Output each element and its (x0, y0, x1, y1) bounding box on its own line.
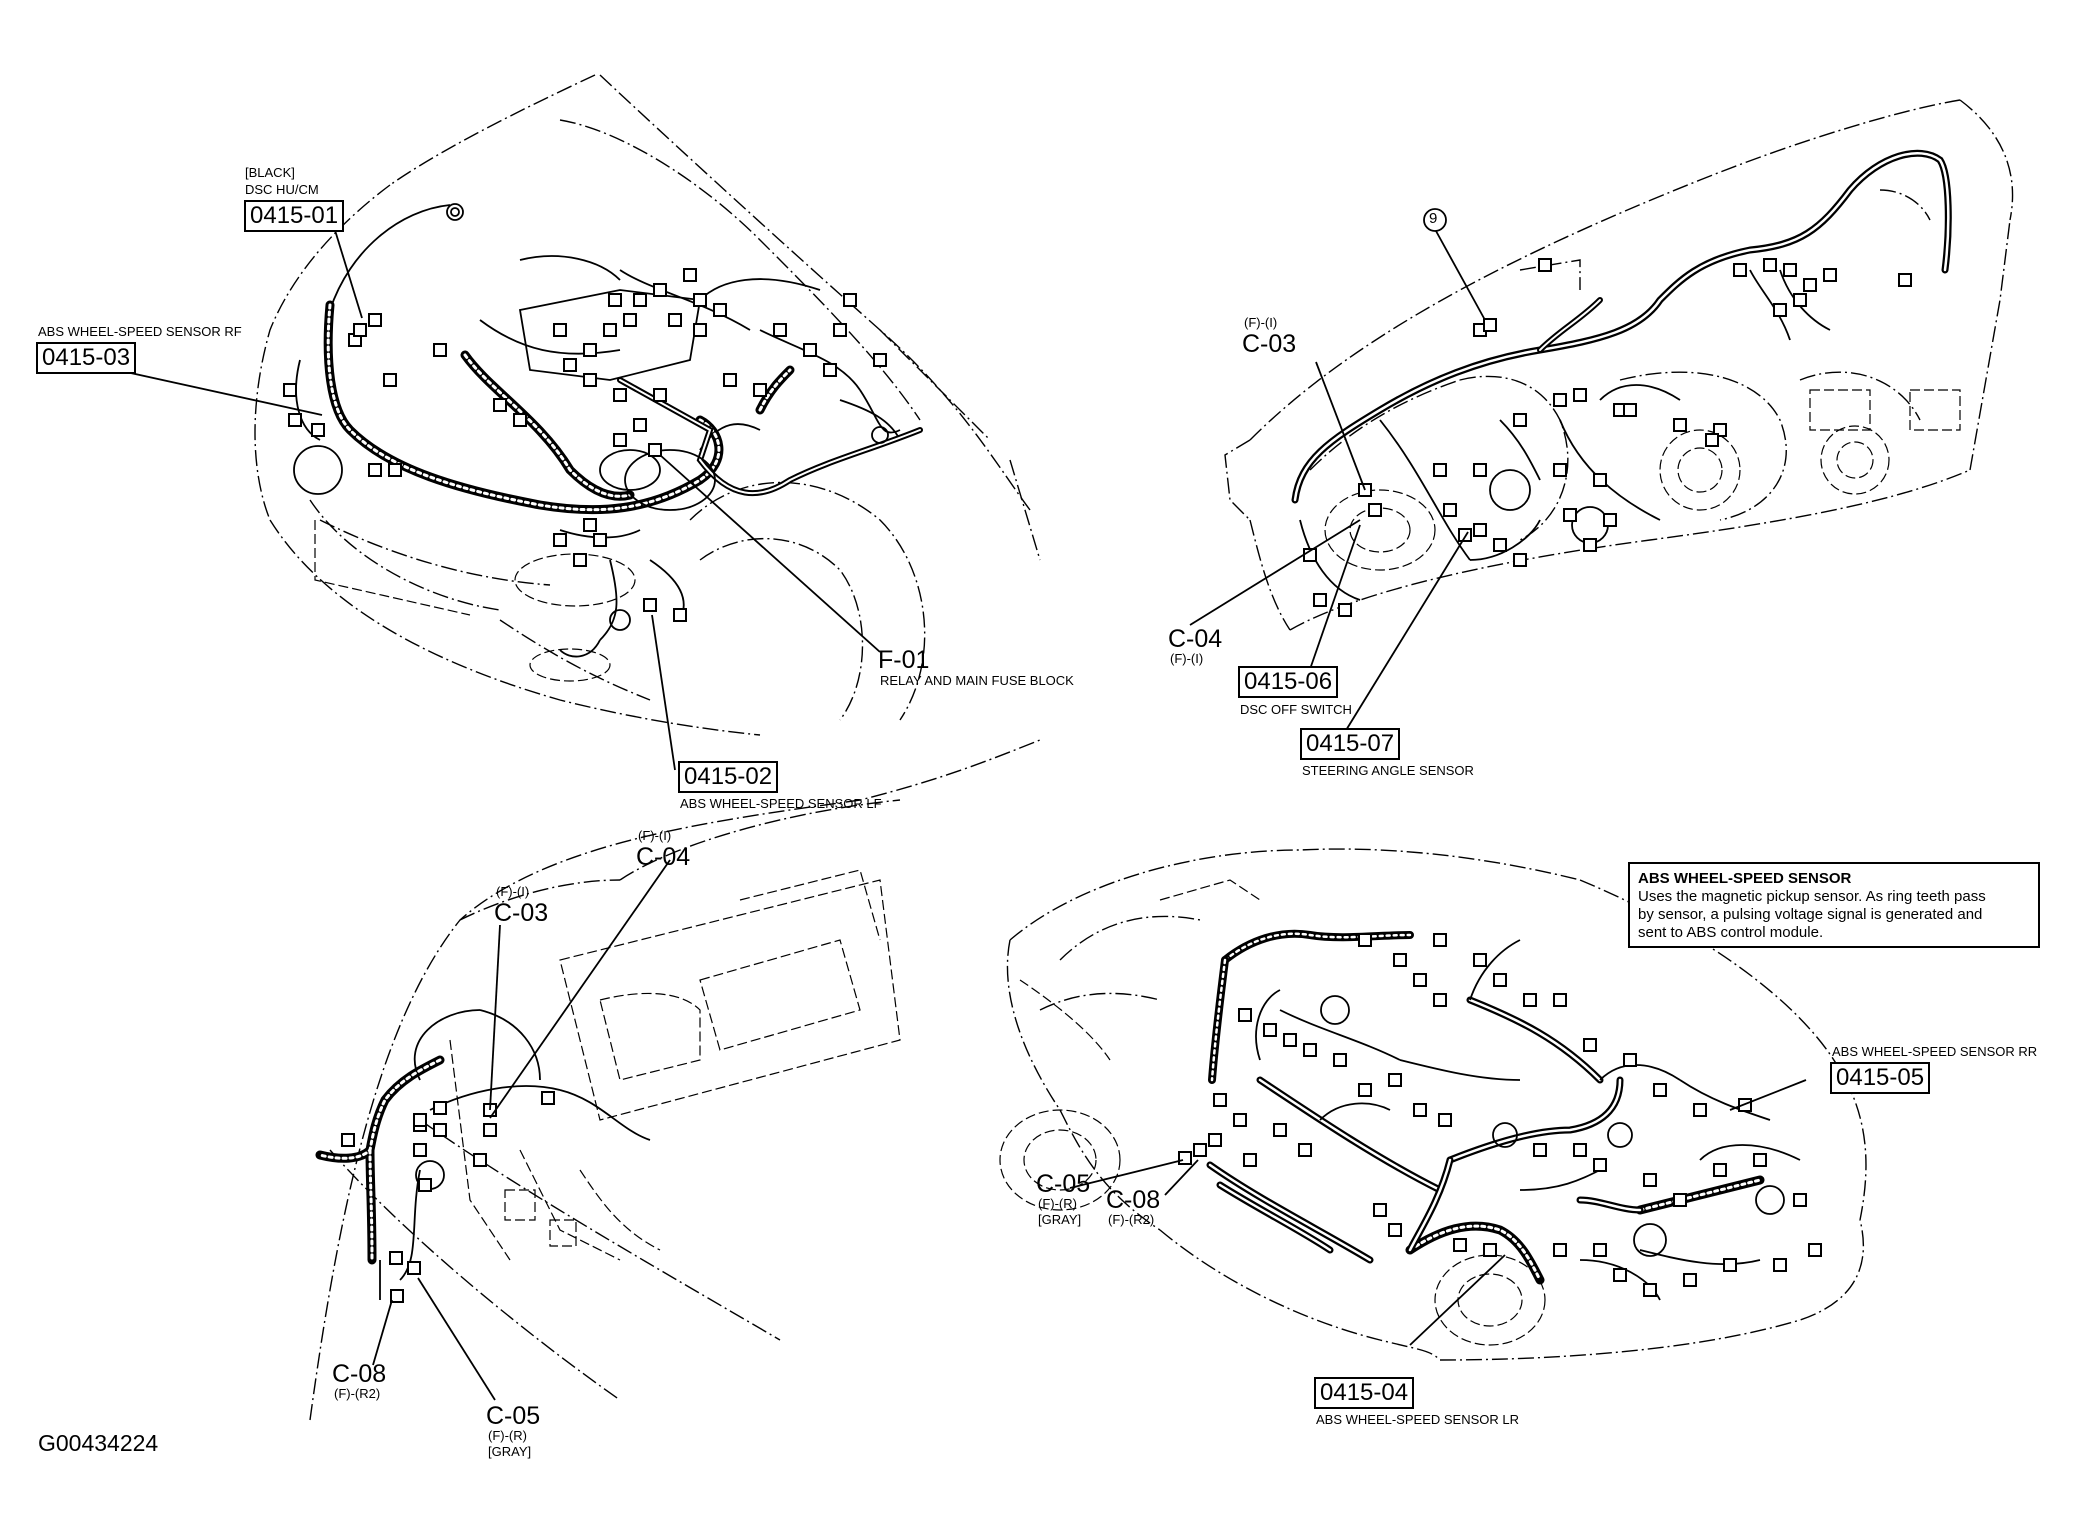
connector-f-01[interactable]: F-01 (878, 646, 930, 674)
info-box-title: ABS WHEEL-SPEED SENSOR (1638, 870, 1852, 887)
connector-0415-02[interactable]: 0415-02 (678, 761, 779, 793)
console-c05-color: [GRAY] (488, 1444, 532, 1459)
console-connector-c-05[interactable]: C-05 (486, 1402, 541, 1430)
console-c05-position: (F)-(R) (488, 1428, 527, 1443)
connector-0415-07[interactable]: 0415-07 (1300, 728, 1401, 760)
body-c08-position: (F)-(R2) (1108, 1212, 1155, 1227)
connector-c-03[interactable]: C-03 (1242, 330, 1297, 358)
dsc-hucm-color-label: [BLACK] (245, 165, 295, 180)
engine-bay-view (125, 74, 1041, 771)
dash-c04-position: (F)-(I) (1170, 651, 1204, 666)
info-box-line: sent to ABS control module. (1638, 924, 1824, 941)
abs-sensor-rf-desc: ABS WHEEL-SPEED SENSOR RF (38, 324, 242, 339)
connector-c-04[interactable]: C-04 (1168, 625, 1223, 653)
figure-id: G00434224 (38, 1430, 159, 1456)
body-connector-c-08[interactable]: C-08 (1106, 1186, 1161, 1214)
dash-c03-position: (F)-(I) (1244, 315, 1278, 330)
console-connector-c-04[interactable]: C-04 (636, 843, 691, 871)
connector-0415-03[interactable]: 0415-03 (36, 342, 137, 374)
connector-0415-01[interactable]: 0415-01 (244, 200, 345, 232)
abs-sensor-rr-desc: ABS WHEEL-SPEED SENSOR RR (1832, 1044, 2038, 1059)
body-connector-c-05[interactable]: C-05 (1036, 1170, 1091, 1198)
console-c03-position: (F)-(I) (496, 884, 530, 899)
steering-angle-sensor-desc: STEERING ANGLE SENSOR (1302, 763, 1474, 778)
body-c05-color: [GRAY] (1038, 1212, 1082, 1227)
connector-0415-06[interactable]: 0415-06 (1238, 666, 1339, 698)
console-view (309, 739, 1041, 1421)
dsc-off-switch-desc: DSC OFF SWITCH (1240, 702, 1352, 717)
abs-sensor-info-box: ABS WHEEL-SPEED SENSOR Uses the magnetic… (1628, 862, 2040, 948)
reference-9: 9 (1429, 210, 1438, 227)
abs-sensor-lf-desc: ABS WHEEL-SPEED SENSOR LF (680, 796, 882, 811)
info-box-line: Uses the magnetic pickup sensor. As ring… (1638, 888, 1986, 905)
abs-sensor-lr-desc: ABS WHEEL-SPEED SENSOR LR (1316, 1412, 1519, 1427)
info-box-line: by sensor, a pulsing voltage signal is g… (1638, 906, 1983, 923)
console-c04-position: (F)-(I) (638, 828, 672, 843)
connector-0415-04[interactable]: 0415-04 (1314, 1377, 1415, 1409)
dashboard-view (1189, 99, 2014, 741)
body-c05-position: (F)-(R) (1038, 1196, 1077, 1211)
connector-0415-05[interactable]: 0415-05 (1830, 1062, 1931, 1094)
dsc-hucm-desc: DSC HU/CM (245, 182, 319, 197)
body-view (999, 848, 1867, 1361)
console-connector-c-08[interactable]: C-08 (332, 1360, 387, 1388)
fuse-block-desc: RELAY AND MAIN FUSE BLOCK (880, 673, 1074, 688)
console-connector-c-03[interactable]: C-03 (494, 899, 549, 927)
console-c08-position: (F)-(R2) (334, 1386, 381, 1401)
